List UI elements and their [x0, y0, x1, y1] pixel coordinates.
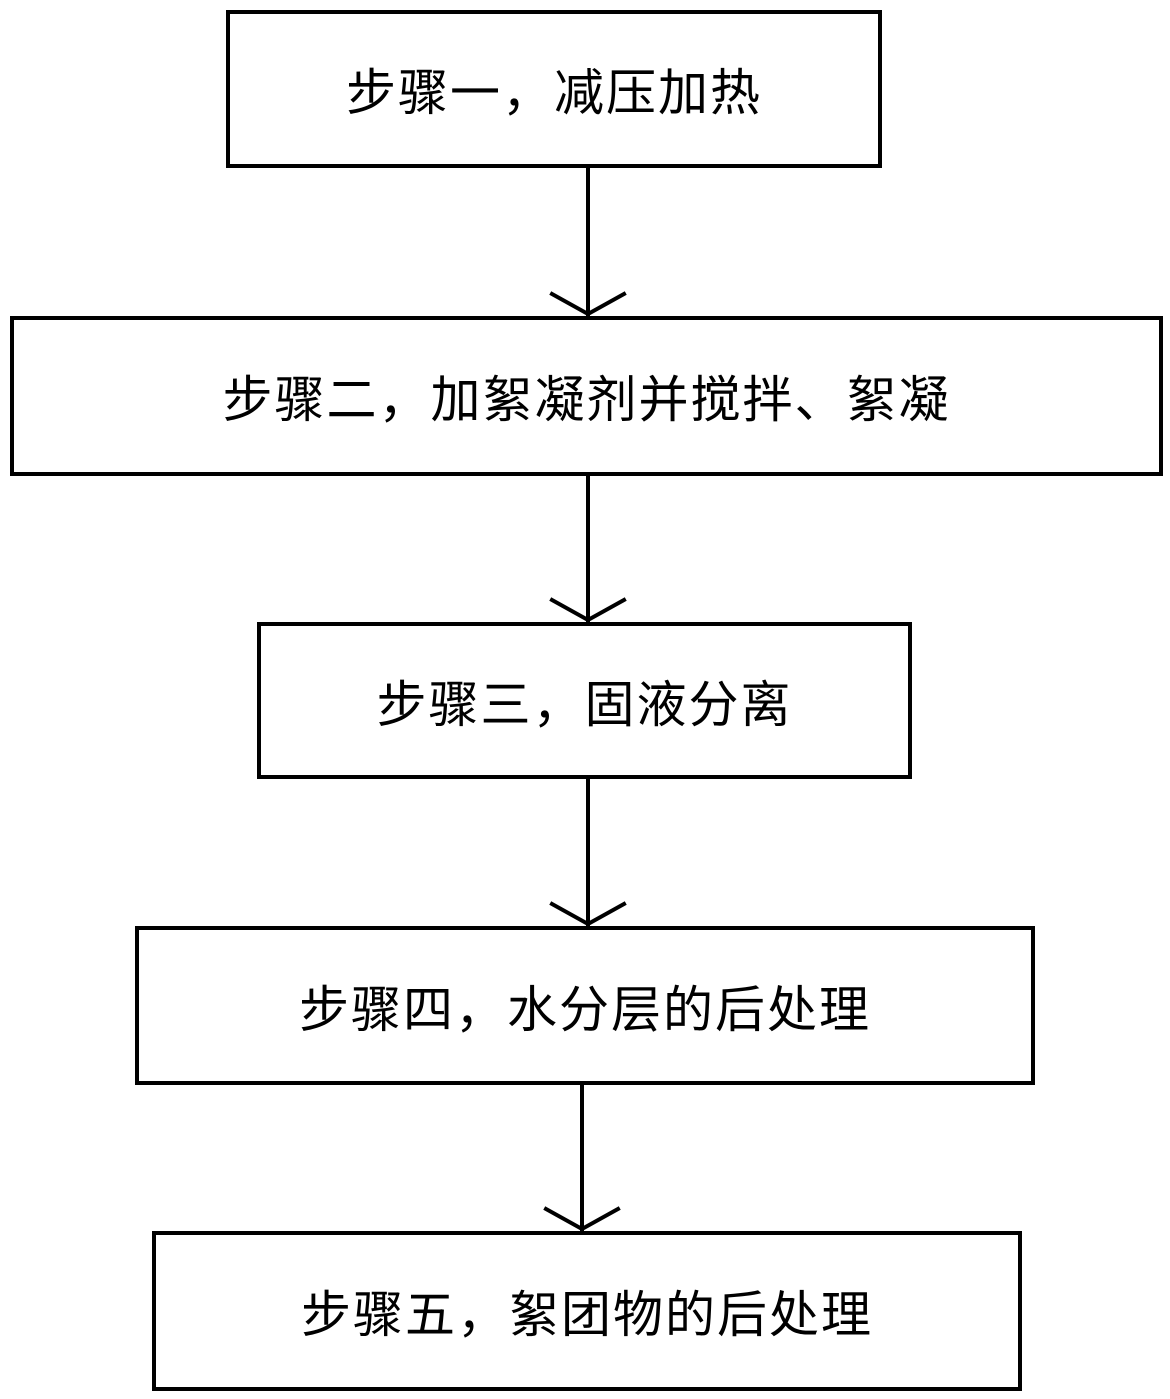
arrow-step1-to-step2: [549, 166, 627, 317]
step-2-box: 步骤二，加絮凝剂并搅拌、絮凝: [10, 316, 1163, 476]
step-3-label: 步骤三，固液分离: [376, 675, 793, 734]
step-3-box: 步骤三，固液分离: [257, 622, 912, 779]
step-5-label: 步骤五，絮团物的后处理: [301, 1286, 873, 1344]
step-1-label: 步骤一，减压加热: [346, 64, 762, 122]
arrow-step4-to-step5: [543, 1083, 621, 1232]
step-5-box: 步骤五，絮团物的后处理: [152, 1231, 1022, 1391]
step-2-label: 步骤二，加絮凝剂并搅拌、絮凝: [222, 371, 951, 429]
step-4-label: 步骤四，水分层的后处理: [299, 980, 871, 1039]
arrow-step2-to-step3: [549, 474, 627, 623]
arrow-step3-to-step4: [549, 777, 627, 927]
step-4-box: 步骤四，水分层的后处理: [135, 926, 1035, 1085]
step-1-box: 步骤一，减压加热: [226, 10, 882, 168]
